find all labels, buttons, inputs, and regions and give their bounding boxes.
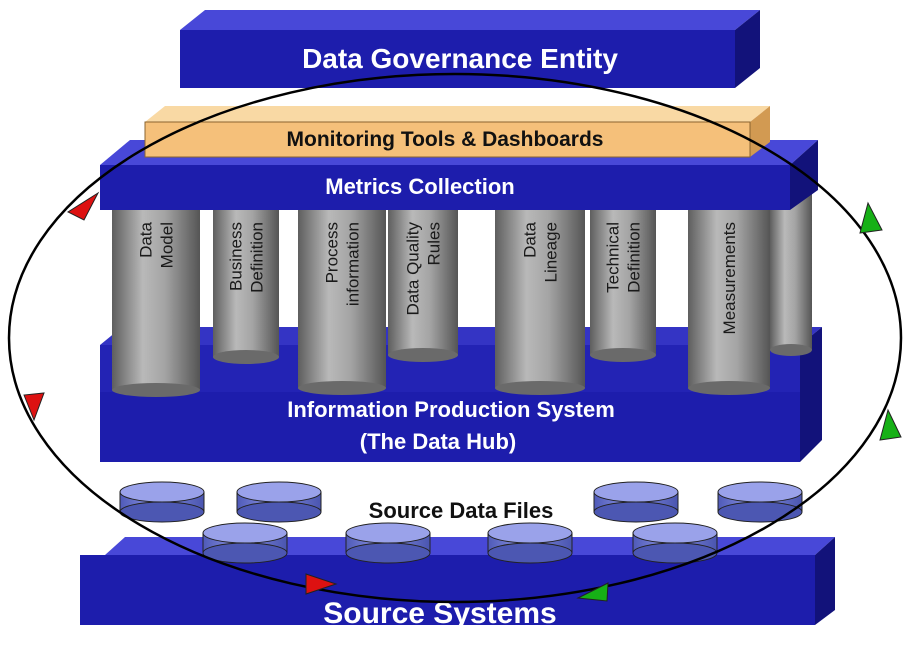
pillar-label: information	[344, 222, 363, 306]
green-arrow-right	[879, 408, 902, 441]
red-arrow-top-left	[66, 191, 100, 221]
source-data-file-disk	[632, 522, 718, 564]
governance-cycle-ellipse	[7, 72, 903, 604]
governance-label: Data Governance Entity	[302, 43, 618, 74]
source-data-file-disk	[487, 522, 573, 564]
monitoring-label: Monitoring Tools & Dashboards	[287, 128, 604, 151]
source-data-file-disk	[236, 481, 322, 523]
pillar-label: Lineage	[542, 222, 561, 283]
source-data-file-disk	[345, 522, 431, 564]
pillar-label: Process	[323, 222, 342, 283]
pillar-label: Data	[137, 221, 156, 257]
pillar-label: Definition	[248, 222, 267, 293]
source-data-file-disk	[119, 481, 205, 523]
green-arrow-bottom	[576, 582, 609, 602]
pillar-6: Measurements	[688, 210, 770, 395]
red-arrow-left	[23, 392, 45, 422]
metrics-label: Metrics Collection	[325, 174, 514, 199]
monitoring-bar: Monitoring Tools & Dashboards	[144, 106, 770, 158]
pillar-label: Technical	[604, 222, 623, 293]
source-data-file-disk	[717, 481, 803, 523]
source-data-files-label: Source Data Files	[369, 498, 554, 523]
pillar-label: Business	[227, 222, 246, 291]
pillar-back-right	[770, 190, 812, 356]
pillar-label: Definition	[625, 222, 644, 293]
cycle-arrows	[23, 191, 902, 602]
pillar-label: Rules	[425, 222, 444, 265]
pillar-label: Data	[521, 221, 540, 257]
source-data-disks	[119, 481, 803, 564]
red-arrow-bottom	[305, 573, 338, 595]
governance-block: Data Governance Entity	[180, 10, 760, 88]
source-data-file-disk	[202, 522, 288, 564]
hub-title: Information Production System	[287, 397, 615, 422]
green-arrow-top-right	[859, 201, 883, 234]
source-data-file-disk	[593, 481, 679, 523]
pillar-label: Model	[158, 222, 177, 268]
pillar-label: Data Quality	[404, 222, 423, 316]
pillar-label: Measurements	[720, 222, 739, 334]
hub-subtitle: (The Data Hub)	[360, 429, 516, 454]
